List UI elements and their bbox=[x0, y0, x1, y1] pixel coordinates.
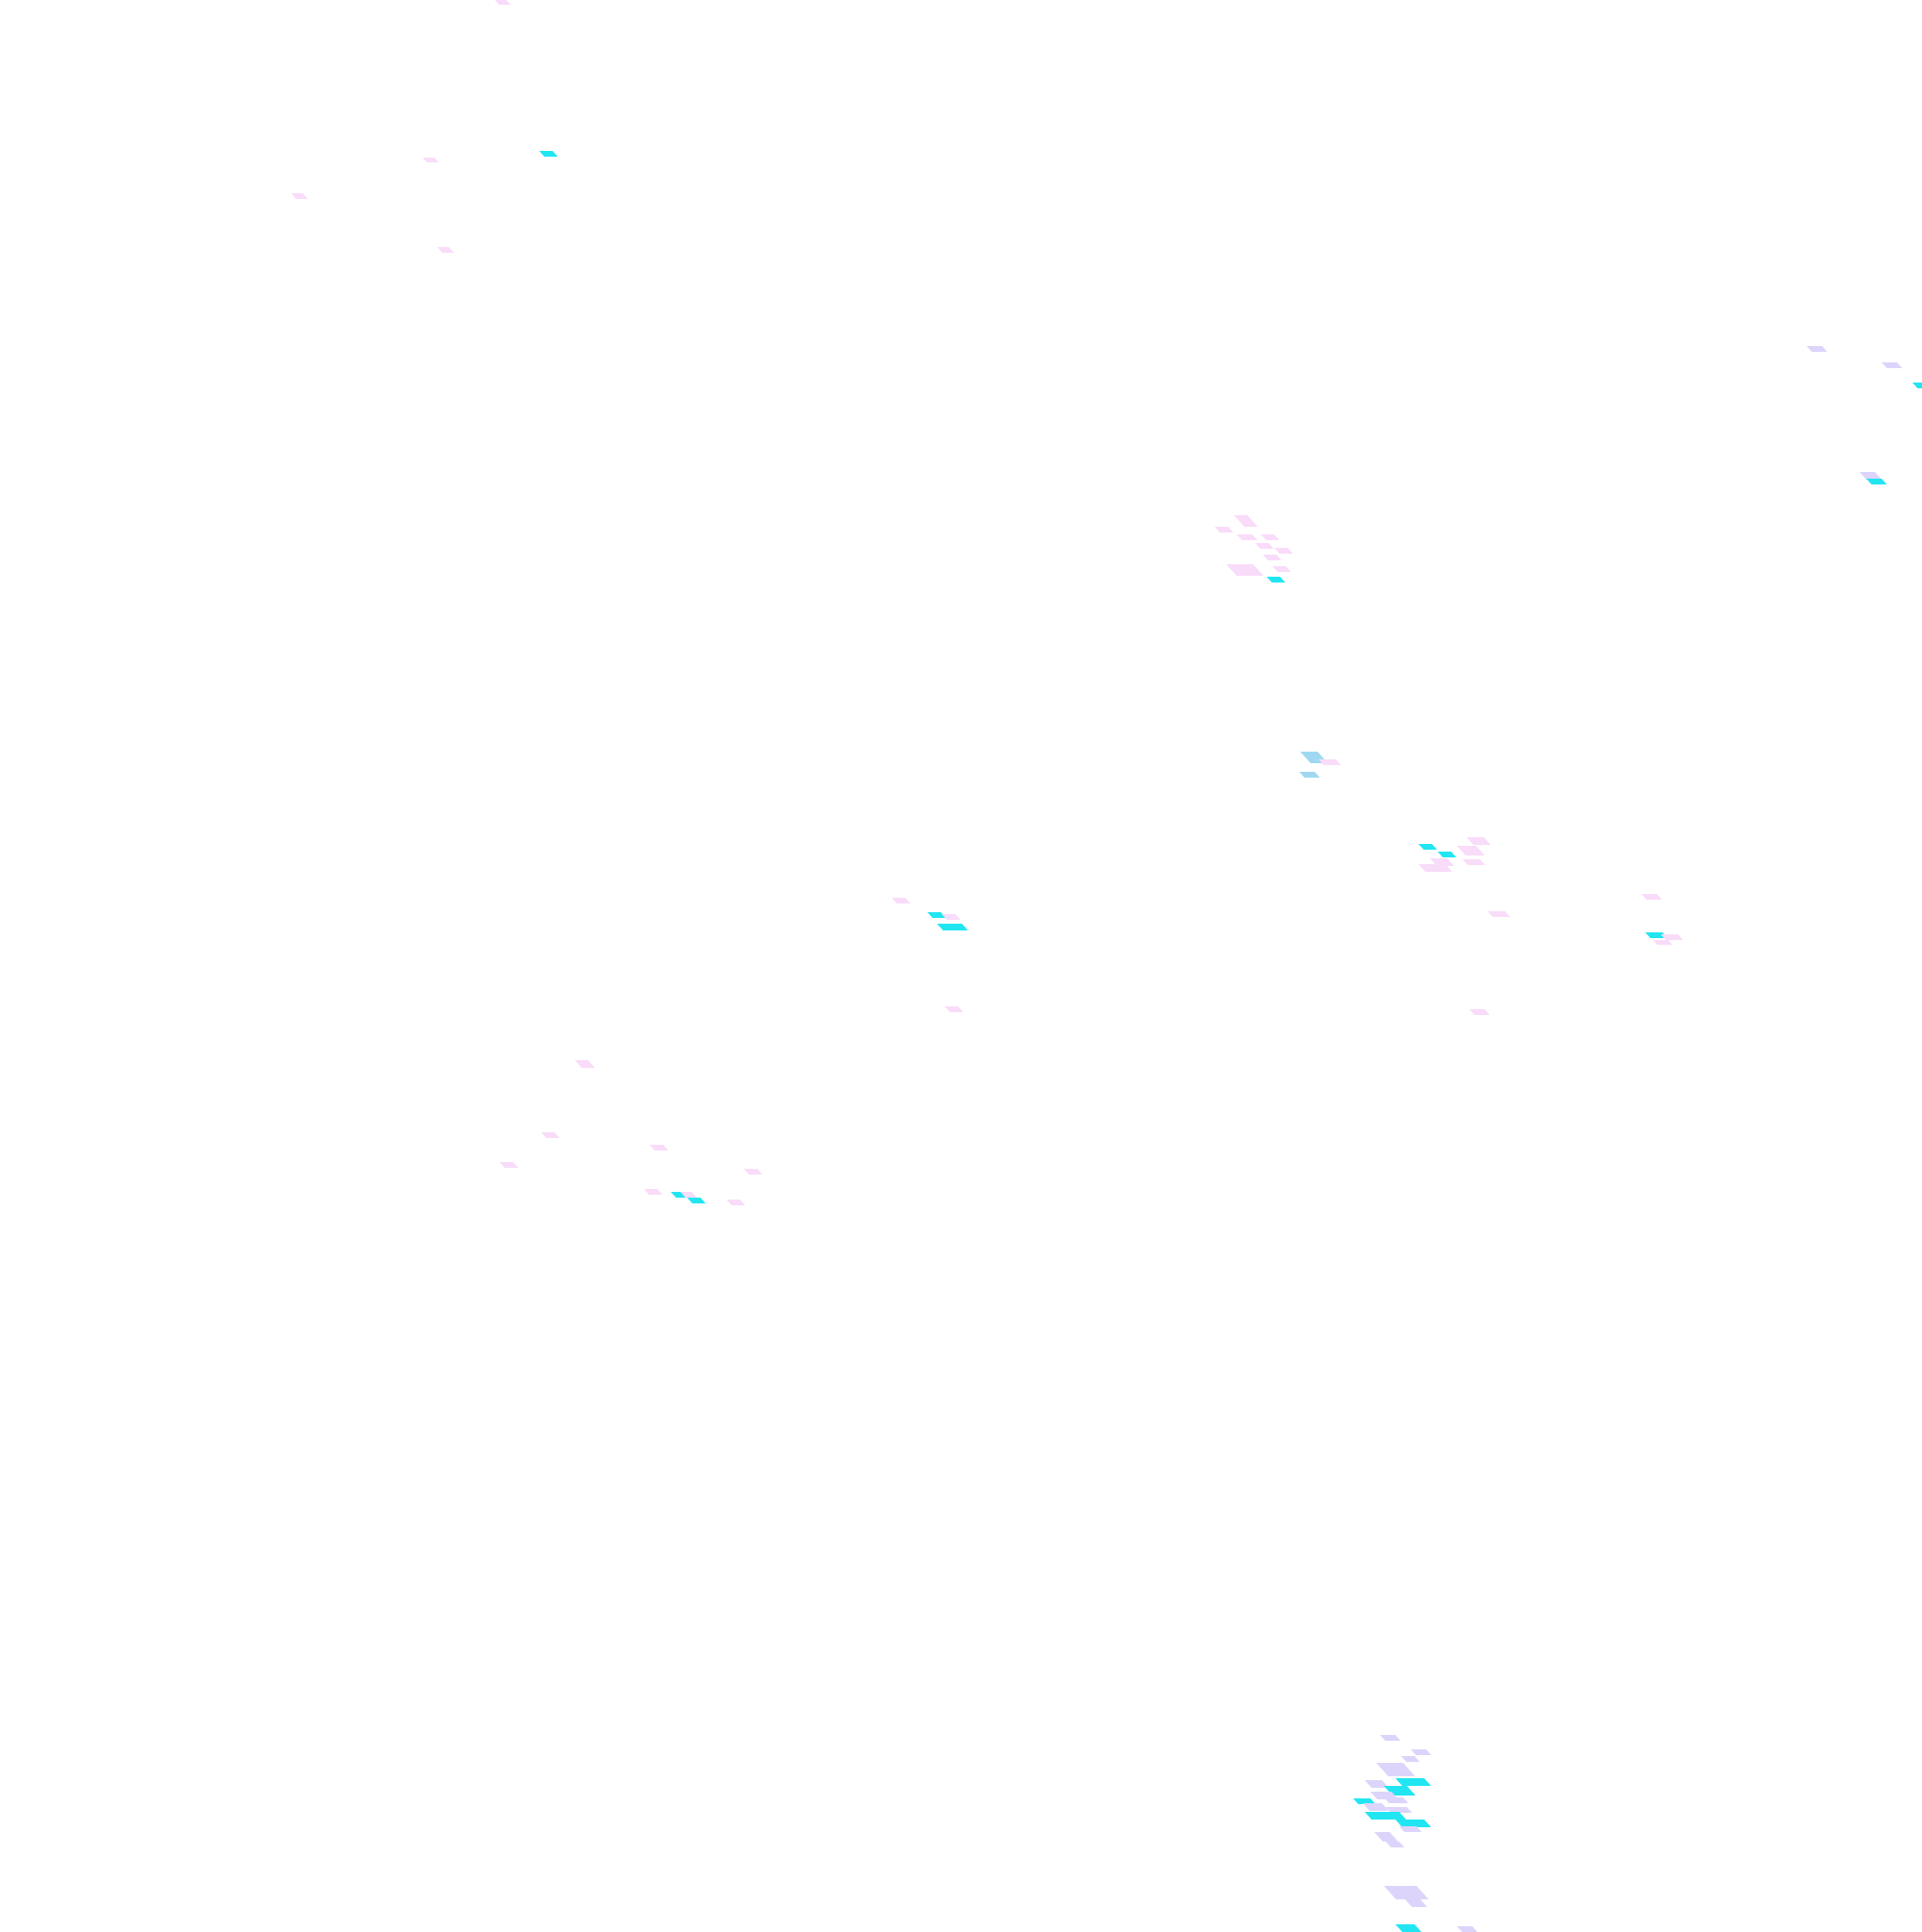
flake-mark bbox=[1882, 362, 1903, 368]
flake-mark bbox=[927, 912, 947, 918]
flake-mark bbox=[744, 1169, 763, 1175]
flake-mark bbox=[1807, 346, 1828, 352]
flake-mark bbox=[1405, 1899, 1428, 1907]
flake-mark bbox=[1376, 1763, 1416, 1776]
flake-mark bbox=[1384, 1797, 1409, 1803]
flake-mark bbox=[1457, 846, 1485, 855]
flake-mark bbox=[1365, 1812, 1407, 1820]
flake-mark bbox=[650, 1145, 669, 1151]
flake-mark bbox=[727, 1200, 746, 1205]
flake-mark bbox=[1866, 479, 1887, 484]
flake-mark bbox=[1418, 864, 1453, 872]
flake-mark bbox=[1661, 934, 1684, 940]
flake-mark bbox=[1438, 852, 1457, 857]
flake-mark bbox=[1860, 472, 1883, 480]
flake-mark bbox=[423, 158, 439, 162]
flake-mark bbox=[1299, 772, 1320, 778]
flake-mark bbox=[1395, 1778, 1432, 1786]
flake-mark bbox=[1384, 1886, 1429, 1899]
flake-mark bbox=[1226, 564, 1264, 576]
flake-mark bbox=[1267, 577, 1286, 582]
flake-mark bbox=[1386, 1842, 1405, 1847]
flake-mark bbox=[1374, 1832, 1398, 1842]
flake-mark bbox=[1399, 1826, 1422, 1832]
flake-mark bbox=[1215, 527, 1234, 533]
flake-mark bbox=[1365, 1780, 1390, 1788]
flake-mark bbox=[1469, 1009, 1491, 1015]
flake-mark bbox=[1411, 1749, 1432, 1755]
flake-mark bbox=[1641, 894, 1663, 900]
flake-mark bbox=[1380, 1735, 1401, 1741]
flake-mark bbox=[500, 1162, 519, 1168]
flake-mark bbox=[1395, 1820, 1432, 1827]
flake-mark bbox=[1237, 534, 1258, 540]
flake-mark bbox=[1395, 1924, 1422, 1932]
flake-mark bbox=[1466, 837, 1491, 845]
flake-mark bbox=[575, 1060, 596, 1068]
flake-mark bbox=[1912, 383, 1922, 388]
flake-mark bbox=[1457, 1926, 1478, 1932]
flake-mark bbox=[437, 247, 455, 253]
flake-mark bbox=[1488, 911, 1511, 917]
flake-mark bbox=[687, 1198, 706, 1203]
flake-mark bbox=[1318, 759, 1342, 765]
flake-mark bbox=[1255, 543, 1274, 549]
flake-mark bbox=[1463, 859, 1486, 865]
flake-mark bbox=[680, 1192, 698, 1198]
flake-mark bbox=[1261, 534, 1280, 540]
flake-mark bbox=[1274, 548, 1294, 554]
flake-mark bbox=[937, 924, 969, 930]
flake-mark bbox=[1418, 844, 1438, 850]
flake-mark bbox=[541, 1132, 560, 1138]
flake-mark bbox=[495, 0, 511, 5]
flake-mark bbox=[1386, 1807, 1413, 1813]
flake-mark bbox=[291, 193, 308, 199]
flake-mark bbox=[539, 151, 558, 157]
flake-mark bbox=[1363, 1803, 1390, 1811]
flake-mark bbox=[1653, 940, 1673, 945]
flake-mark bbox=[1401, 1756, 1420, 1762]
flake-mark bbox=[644, 1189, 663, 1195]
flake-mark bbox=[942, 914, 961, 920]
flake-mark bbox=[1645, 932, 1668, 938]
flake-mark bbox=[1263, 555, 1282, 560]
flake-mark bbox=[945, 1006, 964, 1012]
flake-mark bbox=[1353, 1798, 1376, 1804]
flake-mark bbox=[1272, 566, 1292, 572]
flake-mark bbox=[1234, 515, 1258, 527]
flake-mark bbox=[892, 898, 911, 904]
